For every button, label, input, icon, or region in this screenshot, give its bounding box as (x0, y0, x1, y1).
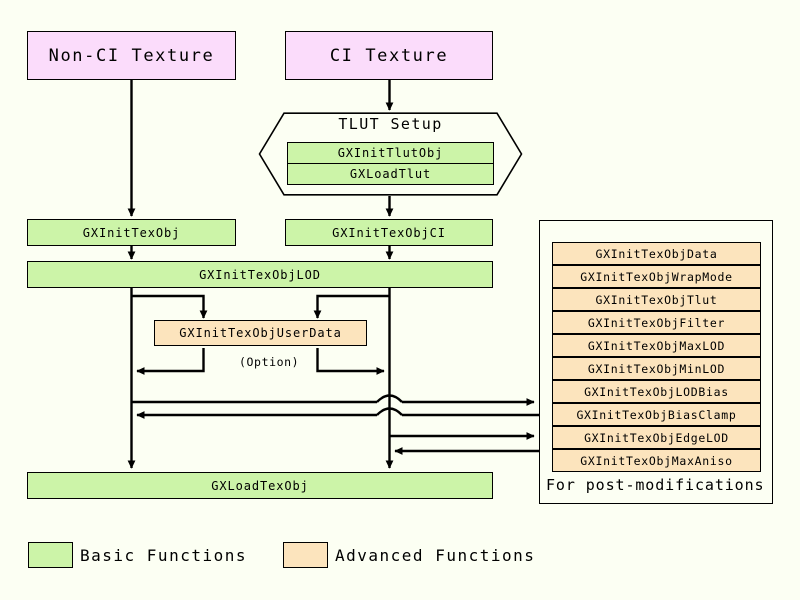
node-gxinittexobjmaxlod[interactable]: GXInitTexObjMaxLOD (552, 334, 761, 357)
node-gxinittlutobj[interactable]: GXInitTlutObj (287, 142, 494, 164)
option-annotation: (Option) (239, 355, 300, 369)
advanced-functions-panel (539, 220, 773, 504)
node-gxinittexobjdata[interactable]: GXInitTexObjData (552, 242, 761, 265)
node-gxinittexobjci[interactable]: GXInitTexObjCI (285, 219, 493, 246)
node-label: CI Texture (329, 45, 449, 66)
node-gxinittexobjminlod[interactable]: GXInitTexObjMinLOD (552, 357, 761, 380)
legend-label-advanced: Advanced Functions (335, 546, 536, 565)
legend-swatch-advanced (283, 542, 328, 568)
node-label: GXInitTexObjEdgeLOD (584, 430, 729, 445)
node-gxinittexobjlod[interactable]: GXInitTexObjLOD (27, 261, 493, 288)
node-label: GXInitTexObjMaxAniso (580, 453, 733, 468)
advanced-panel-caption: For post-modifications (546, 476, 765, 494)
node-label: GXLoadTexObj (211, 478, 309, 493)
node-gxloadtlut[interactable]: GXLoadTlut (287, 163, 494, 185)
node-gxinittexobjfilter[interactable]: GXInitTexObjFilter (552, 311, 761, 334)
node-gxinittexobj[interactable]: GXInitTexObj (27, 219, 236, 246)
node-gxinittexobjwrapmode[interactable]: GXInitTexObjWrapMode (552, 265, 761, 288)
tlut-setup-title: TLUT Setup (338, 115, 443, 133)
legend-swatch-basic (28, 542, 73, 568)
node-label: GXInitTexObjBiasClamp (576, 407, 737, 422)
legend-label-basic: Basic Functions (80, 546, 247, 565)
node-label: GXInitTexObjMinLOD (587, 361, 726, 376)
node-label: GXInitTexObjTlut (595, 292, 718, 307)
node-label: Non-CI Texture (48, 45, 215, 66)
node-non-ci-texture[interactable]: Non-CI Texture (27, 31, 236, 80)
node-label: GXInitTexObjLOD (199, 267, 321, 282)
node-label: GXInitTexObjUserData (179, 326, 342, 340)
tlut-setup-group: TLUT Setup GXInitTlutObj GXLoadTlut (258, 112, 523, 196)
node-label: GXInitTlutObj (337, 146, 444, 160)
node-gxinittexobjtlut[interactable]: GXInitTexObjTlut (552, 288, 761, 311)
node-gxinittexobjlodbias[interactable]: GXInitTexObjLODBias (552, 380, 761, 403)
node-gxinittexobjbiasclamp[interactable]: GXInitTexObjBiasClamp (552, 403, 761, 426)
node-label: GXInitTexObjLODBias (584, 384, 729, 399)
node-label: GXInitTexObjData (595, 246, 718, 261)
node-label: GXInitTexObjMaxLOD (587, 338, 726, 353)
node-ci-texture[interactable]: CI Texture (285, 31, 493, 80)
node-label: GXInitTexObjFilter (587, 315, 726, 330)
node-label: GXInitTexObjWrapMode (580, 269, 733, 284)
node-gxinittexobjuserdata[interactable]: GXInitTexObjUserData (154, 320, 367, 346)
node-label: GXLoadTlut (349, 167, 432, 181)
node-gxinittexobjmaxaniso[interactable]: GXInitTexObjMaxAniso (552, 449, 761, 472)
node-label: GXInitTexObj (82, 225, 181, 240)
node-label: GXInitTexObjCI (332, 225, 446, 240)
node-gxinittexobjedgelod[interactable]: GXInitTexObjEdgeLOD (552, 426, 761, 449)
hexagon-outline (258, 112, 523, 196)
node-gxloadtexobj[interactable]: GXLoadTexObj (27, 472, 493, 499)
